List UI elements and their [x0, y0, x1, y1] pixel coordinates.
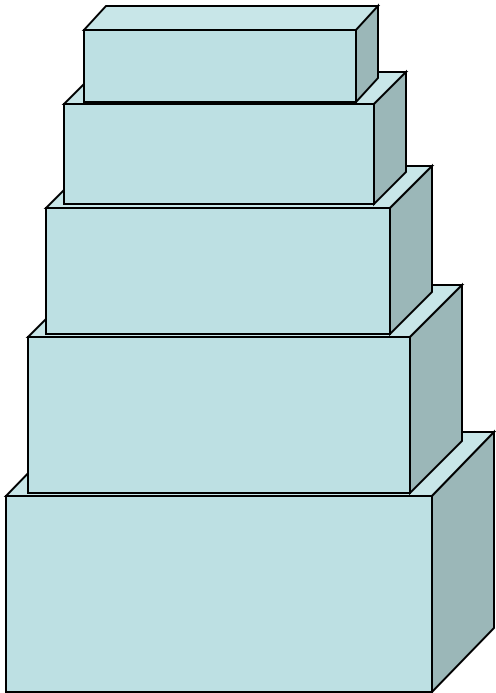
- blocks-layer: [6, 6, 494, 692]
- block-5-front-face: [6, 496, 432, 692]
- block-2-front-face: [64, 104, 374, 204]
- block-3-front-face: [46, 208, 390, 334]
- block-1-front-face: [84, 30, 356, 102]
- block-4-front-face: [28, 337, 410, 493]
- block-1-top-face: [84, 6, 378, 30]
- block-1: [84, 6, 378, 102]
